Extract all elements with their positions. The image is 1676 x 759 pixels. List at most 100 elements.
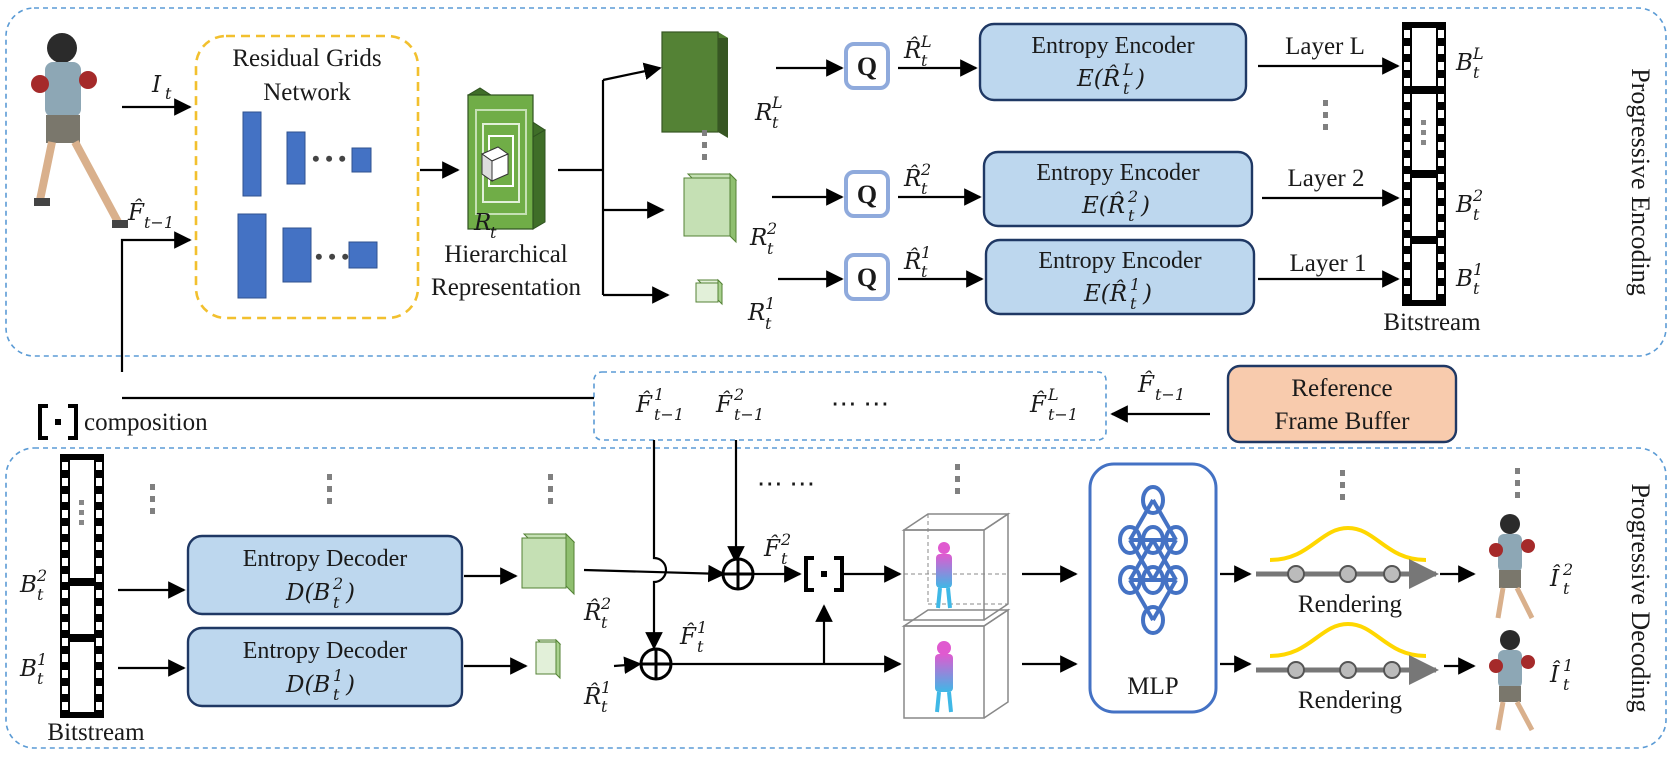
rhat-dec-1-sub: t (601, 697, 608, 716)
residual-grids-network: Residual Grids Network • • • • • • • • (194, 34, 420, 320)
rep-label-sub: t (490, 223, 497, 242)
prev-frame-arrow (120, 231, 192, 372)
output-1-sub: t (1563, 675, 1570, 694)
r-layer-1-label: R (747, 300, 765, 326)
layer-2-label: Layer 2 (1287, 165, 1364, 192)
rhat-l-sup: L (920, 32, 932, 51)
r-layer-2-sup: 2 (766, 219, 777, 238)
entropy-encoder-l (978, 22, 1248, 102)
buffer-item-1: F̂ (635, 392, 653, 418)
render-ray-2 (1256, 525, 1439, 589)
output-frame-2-image (1489, 514, 1535, 620)
fhat-2-sup: 2 (780, 530, 791, 549)
buffer-item-2-sup: 2 (733, 385, 744, 404)
rhat-l-sub: t (921, 51, 928, 70)
rendering-label-1: Rendering (1298, 687, 1403, 714)
quantizer-l-label: Q (857, 52, 877, 81)
render-ray-1 (1256, 621, 1439, 685)
decoder-bitstream-strip (60, 454, 104, 718)
rep-label: R (473, 210, 491, 236)
entropy-encoder-l-sup: L (1122, 60, 1134, 79)
rhat-1-label: R̂ (903, 249, 921, 275)
output-2-sub: t (1563, 579, 1570, 598)
entropy-encoder-1-title: Entropy Encoder (1038, 248, 1201, 274)
rhat-dec-2-sub: t (601, 613, 608, 632)
mlp-box (1088, 462, 1218, 714)
output-frame-1-image (1489, 630, 1535, 732)
fhat-1-label: F̂ (679, 624, 697, 650)
rendering-label-2: Rendering (1298, 591, 1403, 618)
entropy-decoder-1 (186, 626, 464, 708)
b-input-2-label: B (19, 572, 37, 598)
entropy-encoder-l-close: ) (1135, 66, 1145, 92)
reference-frame-buffer (1226, 364, 1458, 444)
buffer-items-box (593, 371, 1107, 441)
r-layer-2-label: R (749, 225, 767, 251)
rhat-dec-1-sup: 1 (601, 678, 611, 697)
volume-2 (901, 512, 1011, 621)
b-layer-l-label: B (1455, 50, 1473, 76)
entropy-encoder-2-sup: 2 (1127, 187, 1138, 206)
split-arrows (558, 62, 670, 304)
buffer-ellipsis: ⋯ ⋯ (831, 389, 890, 418)
entropy-decoder-1-func: D(B (285, 672, 330, 698)
quantizer-2-label: Q (857, 180, 877, 209)
entropy-encoder-1-sup: 1 (1130, 275, 1140, 294)
buffer-out-label: F̂ (1137, 372, 1155, 398)
encoder-bitstream-label: Bitstream (1383, 309, 1481, 336)
entropy-decoder-2-title: Entropy Decoder (243, 546, 408, 572)
network-dashed-box (194, 34, 420, 320)
vertical-dots-layers (1323, 100, 1328, 130)
neural-network-icon (1118, 485, 1188, 635)
vertical-dots-r (702, 130, 707, 160)
buffer-item-1-sup: 1 (654, 385, 664, 404)
composition-icon (38, 404, 78, 440)
output-2-label: Î (1549, 565, 1561, 592)
slab2-to-plus-arrow (583, 564, 726, 583)
buffer-item-2-sub: t−1 (734, 405, 764, 424)
layer-l-label: Layer L (1285, 33, 1365, 60)
reference-buffer-region: F̂ 1 t−1 F̂ 2 t−1 ⋯ ⋯ F̂ L t−1 F̂ t−1 Re… (38, 364, 1458, 444)
decoding-section-label: Progressive Decoding (1626, 484, 1655, 713)
rhat-2-sub: t (921, 179, 928, 198)
slab-layer-1 (695, 278, 724, 306)
r-layer-l-sup: L (771, 93, 783, 112)
rep-title-2: Representation (431, 274, 581, 301)
decoded-slab-2 (521, 532, 576, 596)
rhat-l-label: R̂ (903, 38, 921, 64)
vertical-dots-decoder (150, 464, 1520, 514)
b-layer-l-sub: t (1473, 63, 1480, 82)
entropy-encoder-1-close: ) (1142, 281, 1152, 307)
entropy-encoder-2-sub: t (1128, 206, 1135, 225)
buffer-item-l-sub: t−1 (1048, 405, 1078, 424)
entropy-encoder-2-func: E(R̂ (1081, 193, 1125, 219)
rhat-2-sup: 2 (920, 160, 931, 179)
fhat-2-label: F̂ (763, 536, 781, 562)
entropy-encoder-2-close: ) (1140, 193, 1150, 219)
b-input-1-sup: 1 (37, 650, 47, 669)
volume-1 (901, 608, 1011, 719)
entropy-decoder-2-sup: 2 (332, 574, 343, 593)
mlp-label: MLP (1127, 673, 1178, 700)
b-layer-1-label: B (1455, 266, 1473, 292)
slab-layer-l (661, 31, 728, 138)
quantizer-2 (844, 170, 890, 218)
rhat-dec-2-sup: 2 (600, 594, 611, 613)
buffer-item-2: F̂ (715, 392, 733, 418)
b-input-2-sup: 2 (36, 566, 47, 585)
b-layer-2-sup: 2 (1472, 186, 1483, 205)
slab1-to-plus-arrow (613, 656, 642, 674)
r-layer-l-sub: t (772, 113, 779, 132)
rhat-2-label: R̂ (903, 166, 921, 192)
output-2-sup: 2 (1562, 560, 1573, 579)
buffer-item-1-sub: t−1 (654, 405, 684, 424)
quantizer-l (844, 42, 890, 90)
layer-1-label: Layer 1 (1289, 250, 1366, 277)
encoding-section-label: Progressive Encoding (1626, 68, 1655, 295)
b-layer-1-sub: t (1473, 279, 1480, 298)
entropy-decoder-2 (186, 534, 464, 616)
buffer-item-l: F̂ (1029, 392, 1047, 418)
encoding-panel-border (5, 7, 1667, 357)
quantizer-1-label: Q (857, 263, 877, 292)
